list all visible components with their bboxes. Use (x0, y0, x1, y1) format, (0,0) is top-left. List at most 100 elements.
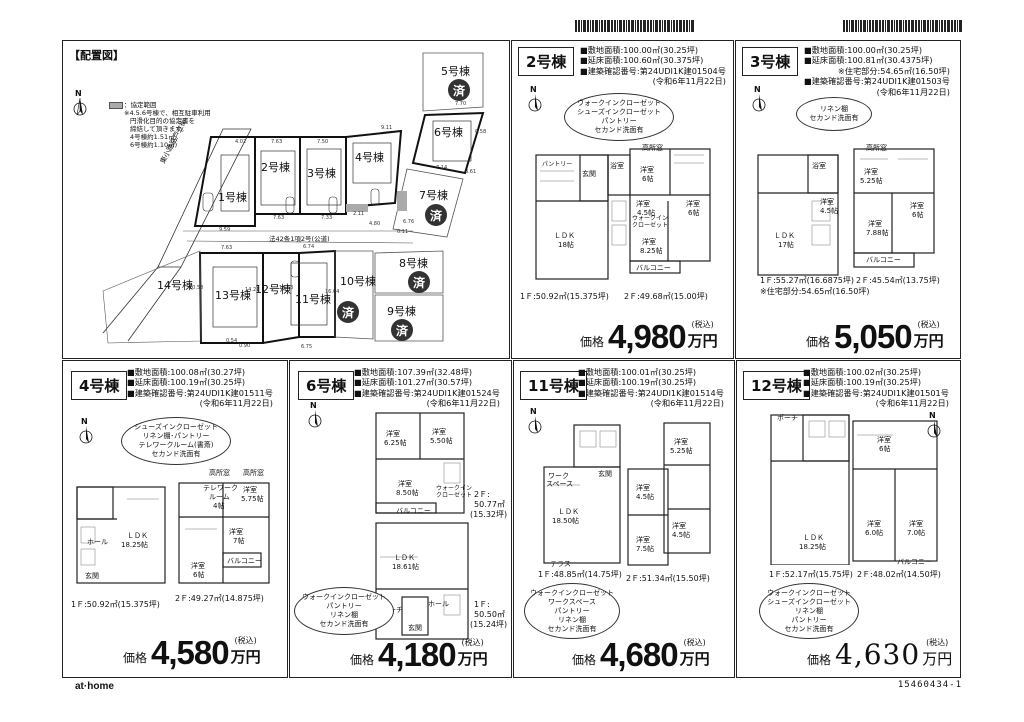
unit-6-specs: ■敷地面積:107.39㎡(32.48坪) ■延床面積:101.27㎡(30.5… (354, 367, 500, 409)
barcode-bar (932, 20, 934, 32)
unit-12-room-a: 洋室 (877, 436, 891, 444)
dim-7: 9.59 (219, 227, 231, 233)
legend-note-5: 6号棟約1.10㎡) (130, 141, 178, 149)
unit-3-room-ldk: ＬＤＫ (774, 232, 795, 240)
unit-11-price-unit: 万円 (679, 650, 710, 668)
barcode-bar (619, 20, 622, 32)
unit-6-room-a-size: 6.25帖 (384, 439, 407, 447)
barcode-bar (581, 20, 582, 32)
unit-2-balcony: バルコニー (636, 264, 671, 272)
unit-4-room-a: 洋室 (243, 486, 257, 494)
barcode-bar (611, 20, 613, 32)
unit-6-price: 価格 4,180 (税込)万円 (350, 637, 488, 671)
unit-6-price-label: 価格 (350, 653, 375, 667)
unit-2-room-a-size: 6帖 (642, 175, 654, 183)
unit-4-entrance: 玄関 (85, 572, 99, 580)
unit-11-floor2-area: 2Ｆ:51.34㎡(15.50坪) (626, 574, 710, 583)
unit-11-floorplan (543, 422, 711, 566)
barcode-bar (587, 20, 589, 32)
unit-12-price-value: 4,630 (835, 638, 921, 671)
dim-19: 14.21 (245, 287, 260, 293)
unit-6-floor2-tsubo: (15.32坪) (470, 510, 508, 519)
unit-12-price-label: 価格 (807, 653, 832, 667)
unit-3-high-window: 高所窓 (866, 144, 887, 152)
dim-22: 0.58 (475, 129, 487, 135)
unit-12-spec-floor-area: ■延床面積:100.19㎡(30.25坪) (803, 377, 922, 388)
unit-6-feature-4: セカンド洗面有 (319, 620, 369, 628)
unit-2-wic-2: クローゼット (632, 222, 669, 229)
unit-2-tax-note: (税込) (691, 320, 714, 329)
unit-4-telework-size: 4帖 (213, 502, 225, 510)
unit-4-price: 価格 4,580 (税込)万円 (123, 635, 261, 669)
unit-12-spec-date: (令和6年11月22日) (875, 398, 949, 409)
unit-6-room-c-size: 8.50帖 (396, 489, 419, 497)
unit-12-feature-2: シューズインクローゼット (767, 597, 851, 606)
unit-2-specs: ■敷地面積:100.00㎡(30.25坪) ■延床面積:100.60㎡(30.3… (580, 45, 726, 87)
barcode-bar (867, 20, 868, 32)
unit-2-room-ldk-size: 18帖 (558, 241, 574, 249)
legend-text: ：協定範囲 ※4.5.6号棟で、相互駐車利用 円滑化目的の協定書を 締結して頂き… (124, 101, 211, 149)
barcode-bar (855, 20, 857, 32)
sold-badge-8: 済 (408, 271, 430, 293)
public-road-label: 法42条1項2号(公道) (269, 235, 330, 243)
barcode-bar (689, 20, 690, 32)
unit-4-price-unit: 万円 (230, 648, 261, 666)
unit-12-panel: 12号棟 ■敷地面積:100.02㎡(30.25坪) ■延床面積:100.19㎡… (736, 360, 961, 678)
unit-4-room-c-size: 6帖 (193, 571, 205, 579)
unit-6-feature-3: リネン棚 (330, 611, 358, 619)
dim-4: 9.11 (381, 125, 393, 131)
barcode-bar (592, 20, 594, 32)
dim-1: 4.02 (235, 139, 247, 145)
unit-6-room-a: 洋室 (386, 430, 400, 438)
unit-2-entrance: 玄関 (582, 170, 596, 178)
barcode-bar (655, 20, 658, 32)
dim-2: 7.63 (271, 139, 283, 145)
barcode-bar (927, 20, 929, 32)
barcode-bar (667, 20, 670, 32)
unit-12-porch: ポーチ (777, 414, 798, 422)
barcode-bar (944, 20, 946, 32)
unit-12-feature-1: ウォークインクローゼット (767, 588, 851, 597)
unit-4-room-a-size: 5.75帖 (241, 495, 264, 503)
unit-11-room-d-size: 4.5帖 (672, 531, 691, 539)
barcode-bar (637, 20, 639, 32)
unit-3-price-unit: 万円 (913, 332, 944, 350)
sold-badge-10: 済 (337, 301, 359, 323)
dim-23: 2.11 (353, 211, 365, 217)
unit-2-high-window: 高所窓 (642, 144, 663, 152)
barcode-bar (957, 20, 958, 32)
unit-2-room-ldk: ＬＤＫ (554, 232, 575, 240)
legend-swatch (109, 102, 123, 109)
unit-2-spec-floor-area: ■延床面積:100.60㎡(30.375坪) (580, 55, 704, 66)
unit-2-price: 価格 4,980 (税込)万円 (580, 319, 718, 353)
barcode-bar (954, 20, 956, 32)
unit-2-price-value: 4,980 (608, 318, 687, 355)
unit-12-room-b-size: 6.0帖 (865, 529, 884, 537)
site-plan-drawing (102, 52, 485, 345)
unit-6-floor1-label: 1Ｆ: (474, 600, 490, 609)
dim-15: 6.75 (301, 344, 313, 350)
barcode-bar (590, 20, 591, 32)
unit-4-feature-1: シューズインクローゼット (134, 423, 218, 431)
unit-4-room-b-size: 7帖 (233, 537, 245, 545)
unit-6-tax-note: (税込) (461, 638, 484, 647)
dim-20: 14.63 (279, 285, 294, 291)
unit-11-panel: 11号棟 ■敷地面積:100.01㎡(30.25坪) ■延床面積:100.19㎡… (513, 360, 735, 678)
unit-12-floorplan (770, 414, 938, 565)
barcode-bar (896, 20, 898, 32)
dim-5: 7.70 (455, 101, 467, 107)
dim-21: 16.04 (325, 289, 340, 295)
unit-11-feature-4: リネン棚 (558, 615, 586, 624)
barcode-bar (635, 20, 636, 32)
unit-2-room-d-size: 6帖 (688, 209, 700, 217)
barcode-bar (923, 20, 926, 32)
unit-3-feature-1: リネン棚 (820, 105, 848, 113)
unit-2-spec-site-area: ■敷地面積:100.00㎡(30.25坪) (580, 45, 699, 55)
unit-6-price-value: 4,180 (378, 636, 457, 673)
unit-12-price-unit: 万円 (922, 650, 953, 668)
unit-12-room-ldk: ＬＤＫ (803, 534, 824, 542)
unit-2-spec-permit: ■建築確認番号:第24UDI1K建01504号 (580, 65, 726, 76)
unit-2-price-label: 価格 (580, 335, 605, 349)
lot-label-2: 2号棟 (261, 161, 290, 174)
dim-16: 0.54 (226, 338, 238, 344)
